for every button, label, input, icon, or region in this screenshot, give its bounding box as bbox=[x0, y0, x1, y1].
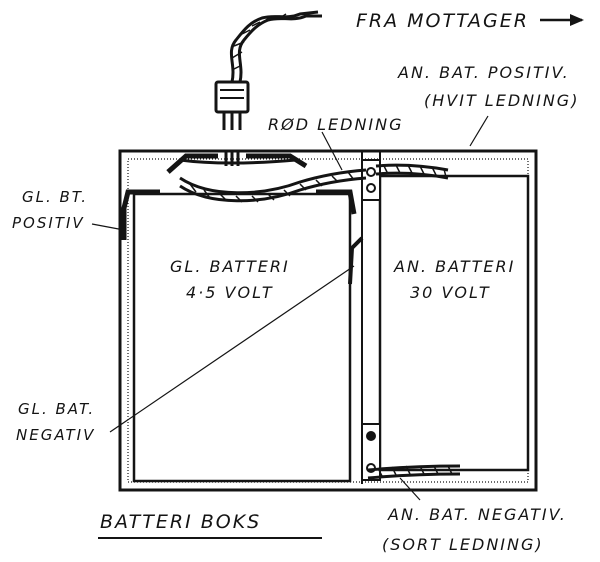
black-wire bbox=[367, 464, 461, 480]
label-anode-negative-1: AN. BAT. NEGATIV. bbox=[387, 505, 567, 524]
label-filament-negative-2: NEGATIV bbox=[16, 426, 95, 444]
leader-lines bbox=[91, 115, 489, 501]
label-filament-positive-2: POSITIV bbox=[12, 214, 85, 232]
filament-battery bbox=[132, 192, 352, 483]
label-filament-battery-2: 4·5 VOLT bbox=[186, 283, 274, 302]
plug bbox=[214, 80, 250, 130]
terminal-screws bbox=[366, 167, 376, 473]
anode-battery bbox=[378, 174, 530, 472]
label-filament-positive-1: GL. BT. bbox=[22, 188, 88, 206]
arrow-right-icon bbox=[540, 14, 584, 26]
label-from-receiver: FRA MOTTAGER bbox=[356, 10, 529, 32]
label-anode-battery-2: 30 VOLT bbox=[410, 283, 491, 302]
label-anode-positive-1: AN. BAT. POSITIV. bbox=[397, 63, 570, 82]
white-wire bbox=[375, 163, 449, 180]
label-anode-negative-2: (SORT LEDNING) bbox=[382, 535, 544, 554]
label-red-wire: RØD LEDNING bbox=[268, 115, 404, 134]
filament-positive-contact bbox=[121, 189, 160, 240]
label-anode-positive-2: (HVIT LEDNING) bbox=[424, 91, 579, 110]
filament-negative-contact bbox=[316, 189, 364, 285]
receiver-cable bbox=[229, 10, 322, 83]
red-wire bbox=[179, 168, 367, 203]
label-anode-battery-1: AN. BATTERI bbox=[393, 257, 515, 276]
label-filament-battery-1: GL. BATTERI bbox=[170, 257, 290, 276]
label-filament-negative-1: GL. BAT. bbox=[18, 400, 95, 418]
label-box-title: BATTERI BOKS bbox=[100, 511, 261, 533]
contact-spring bbox=[166, 150, 308, 174]
